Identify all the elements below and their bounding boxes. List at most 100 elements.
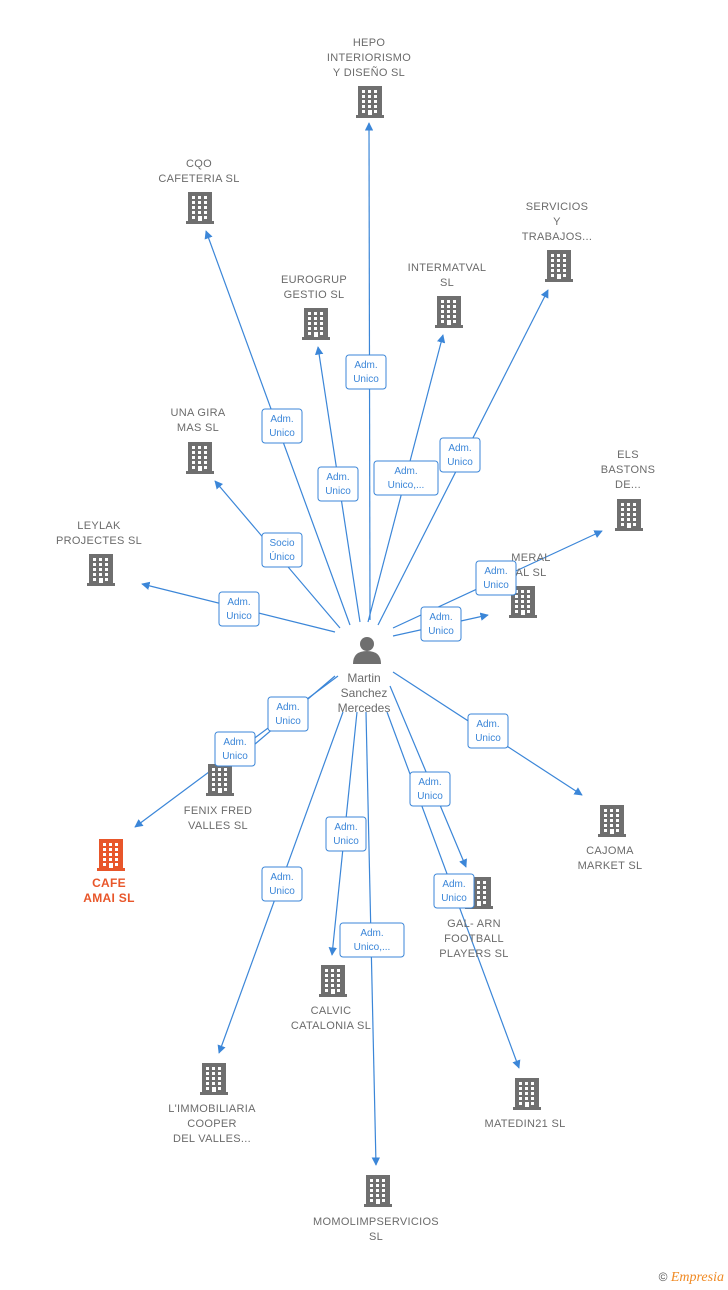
edge-label-servicios[interactable]: Adm.Unico — [439, 437, 481, 473]
edge-label-box — [409, 771, 451, 807]
edge-label-box — [373, 460, 439, 496]
building-icon[interactable] — [435, 296, 463, 328]
person-label: Mercedes — [338, 701, 391, 715]
edge-label-box — [218, 591, 260, 627]
edge-label-text: Adm. — [276, 702, 299, 713]
company-label: INTERIORISMO — [327, 52, 411, 64]
edge-label-hepo[interactable]: Adm.Unico — [345, 354, 387, 390]
company-label: FENIX FRED — [184, 805, 252, 817]
edge-label-box — [325, 816, 367, 852]
company-label: SL — [369, 1231, 383, 1243]
edge-label-cqo[interactable]: Adm.Unico — [261, 408, 303, 444]
company-label: MATEDIN21 SL — [484, 1118, 565, 1130]
brand-logo[interactable]: Empresia — [670, 1270, 724, 1285]
edge-label-text: Adm. — [270, 872, 293, 883]
company-node-els[interactable]: ELSBASTONSDE... — [601, 449, 655, 531]
company-label: INTERMATVAL — [408, 262, 487, 274]
company-label: DEL VALLES... — [173, 1133, 251, 1145]
edge-label-box — [317, 466, 359, 502]
company-label: Y — [553, 216, 561, 228]
edge-label-cafe[interactable]: Adm.Unico — [214, 731, 256, 767]
edge-label-matedin[interactable]: Adm.Unico — [433, 873, 475, 909]
person-label: Martin — [347, 671, 380, 685]
edge-label-els[interactable]: Adm.Unico — [475, 560, 517, 596]
edge-label-fenix[interactable]: Adm.Unico — [267, 696, 309, 732]
building-icon[interactable] — [364, 1175, 392, 1207]
company-node-matedin[interactable]: MATEDIN21 SL — [484, 1078, 565, 1130]
edge-label-text: Unico,... — [354, 942, 391, 953]
edge-label-text: Unico — [325, 486, 351, 497]
company-node-fenix[interactable]: FENIX FRED VALLES SL — [184, 764, 252, 832]
edge-label-meral[interactable]: Adm.Unico — [420, 606, 462, 642]
company-label: CALVIC — [311, 1005, 352, 1017]
building-icon[interactable] — [598, 805, 626, 837]
edge-label-text: Adm. — [227, 597, 250, 608]
building-icon[interactable] — [87, 554, 115, 586]
person-icon[interactable] — [353, 637, 381, 664]
company-label: COOPER — [187, 1118, 236, 1130]
building-icon[interactable] — [319, 965, 347, 997]
building-icon[interactable] — [186, 442, 214, 474]
edge-label-leylak[interactable]: Adm.Unico — [218, 591, 260, 627]
edge-label-cajoma[interactable]: Adm. Unico — [467, 713, 509, 749]
company-label: SERVICIOS — [526, 201, 588, 213]
edge-label-text: Adm. — [270, 414, 293, 425]
building-icon[interactable] — [545, 250, 573, 282]
edge-label-text: Adm. — [360, 928, 383, 939]
edge-label-text: Unico — [428, 626, 454, 637]
edge-label-box — [433, 873, 475, 909]
edge-label-text: Adm. — [476, 719, 499, 730]
building-icon[interactable] — [186, 192, 214, 224]
building-icon[interactable] — [302, 308, 330, 340]
company-label: PROJECTES SL — [56, 535, 142, 547]
company-label: DE... — [615, 479, 641, 491]
company-label: VALLES SL — [188, 820, 248, 832]
building-icon[interactable] — [356, 86, 384, 118]
company-label: MAS SL — [177, 422, 219, 434]
edge-label-momolimp[interactable]: Adm. Unico,... — [339, 922, 405, 958]
edge-label-text: Unico — [353, 374, 379, 385]
edge-label-text: Unico — [483, 580, 509, 591]
edge-label-box — [475, 560, 517, 596]
company-label: EUROGRUP — [281, 274, 347, 286]
company-node-momolimp[interactable]: MOMOLIMPSERVICIOS SL — [313, 1175, 439, 1243]
edge-label-text: Unico — [441, 893, 467, 904]
edge-label-text: Unico,... — [388, 480, 425, 491]
building-icon[interactable] — [97, 839, 125, 871]
company-label: AMAI SL — [83, 891, 134, 905]
company-node-servicios[interactable]: SERVICIOSYTRABAJOS... — [522, 201, 593, 282]
building-icon[interactable] — [615, 499, 643, 531]
edge-label-calvic[interactable]: Adm.Unico — [325, 816, 367, 852]
edge-label-intermatval[interactable]: Adm.Unico,... — [373, 460, 439, 496]
edge-label-text: Adm. — [326, 472, 349, 483]
company-label: FOOTBALL — [444, 933, 504, 945]
edge-label-text: Adm. — [448, 443, 471, 454]
edge-label-box — [261, 866, 303, 902]
edge-label-eurogrup[interactable]: Adm. Unico — [317, 466, 359, 502]
building-icon[interactable] — [513, 1078, 541, 1110]
building-icon[interactable] — [206, 764, 234, 796]
edge-label-galarn[interactable]: Adm.Unico — [409, 771, 451, 807]
building-icon[interactable] — [200, 1063, 228, 1095]
edge-label-text: Unico — [475, 733, 501, 744]
edge-label-box — [261, 532, 303, 568]
edge-label-immobiliaria[interactable]: Adm.Unico — [261, 866, 303, 902]
edge-label-text: Adm. — [418, 777, 441, 788]
company-label: MERAL — [511, 552, 550, 564]
edge-label-box — [467, 713, 509, 749]
company-label: MOMOLIMPSERVICIOS — [313, 1216, 439, 1228]
